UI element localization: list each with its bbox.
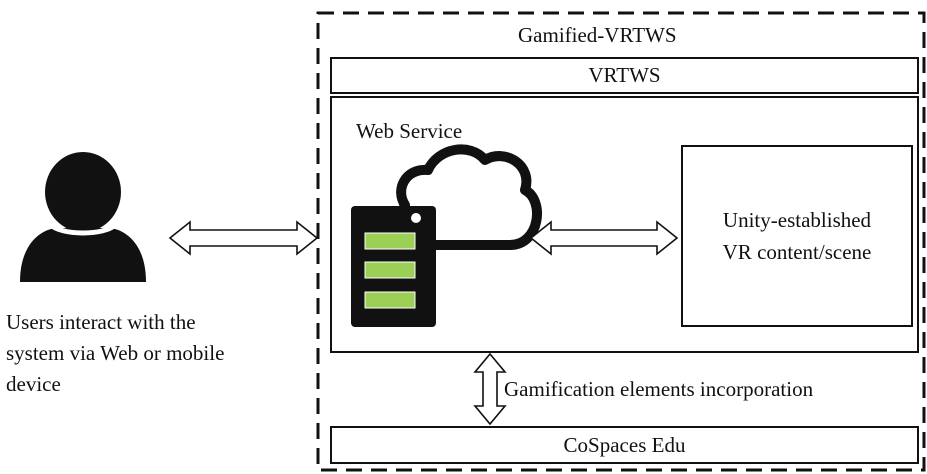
vr-content-box: Unity-established VR content/scene: [681, 145, 913, 327]
cospaces-box: CoSpaces Edu: [330, 426, 919, 464]
users-caption-line3: device: [6, 372, 61, 396]
gamification-label: Gamification elements incorporation: [504, 377, 814, 401]
users-caption-line1: Users interact with the: [6, 310, 196, 334]
users-caption-line2: system via Web or mobile: [6, 341, 225, 365]
gamified-vrtws-title: Gamified-VRTWS: [518, 23, 677, 47]
vr-content-line1: Unity-established: [722, 208, 872, 232]
vr-content-line2: VR content/scene: [722, 240, 872, 264]
vrtws-title: VRTWS: [588, 63, 661, 87]
cospaces-label: CoSpaces Edu: [563, 432, 686, 457]
vrtws-header-box: VRTWS: [330, 57, 919, 94]
web-service-label: Web Service: [356, 119, 463, 143]
